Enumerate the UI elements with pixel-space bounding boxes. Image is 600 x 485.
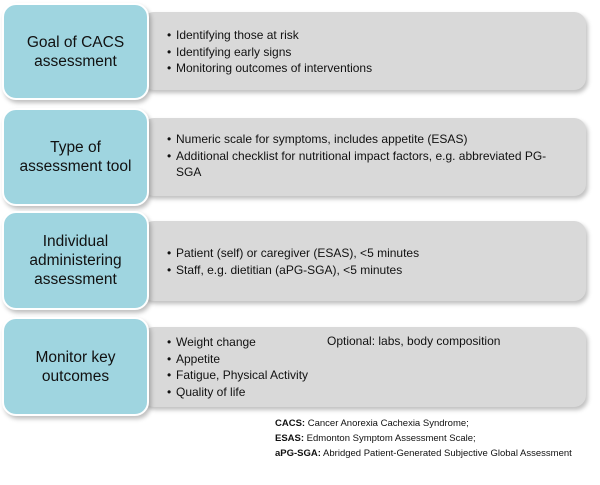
- tool-bullet-list: Numeric scale for symptoms, includes app…: [167, 131, 567, 181]
- footnote-abbr: CACS:: [275, 418, 306, 429]
- goal-bullet-item: Identifying early signs: [167, 44, 372, 61]
- footnote-cacs: CACS: Cancer Anorexia Cachexia Syndrome;: [275, 416, 572, 431]
- footnote-abbr: aPG-SGA:: [275, 448, 321, 459]
- goal-bullet-list: Identifying those at risk Identifying ea…: [167, 27, 372, 77]
- outcomes-bullet-list: Weight change Appetite Fatigue, Physical…: [167, 334, 308, 400]
- footnote-text: Cancer Anorexia Cachexia Syndrome;: [305, 418, 469, 429]
- footnote-apg-sga: aPG-SGA: Abridged Patient-Generated Subj…: [275, 446, 572, 461]
- goal-label-text: Goal of CACS assessment: [26, 33, 125, 70]
- abbreviation-footnotes: CACS: Cancer Anorexia Cachexia Syndrome;…: [275, 416, 572, 461]
- footnote-text: Edmonton Symptom Assessment Scale;: [304, 433, 476, 444]
- tool-label-text: Type of assessment tool: [19, 139, 132, 175]
- outcomes-label-box: Monitor key outcomes: [2, 317, 149, 416]
- outcomes-bullet-item: Appetite: [167, 351, 308, 368]
- outcomes-label-text: Monitor key outcomes: [35, 348, 116, 385]
- administer-bullet-item: Patient (self) or caregiver (ESAS), <5 m…: [167, 245, 419, 262]
- footnote-abbr: ESAS:: [275, 433, 305, 444]
- outcomes-bullet-item: Weight change: [167, 334, 308, 351]
- outcomes-bullet-item: Quality of life: [167, 384, 308, 401]
- outcomes-optional-note: Optional: labs, body composition: [327, 334, 501, 348]
- outcomes-bullet-item: Fatigue, Physical Activity: [167, 367, 308, 384]
- administer-label-text: Individual administering assessment: [29, 233, 122, 288]
- administer-bullet-item: Staff, e.g. dietitian (aPG-SGA), <5 minu…: [167, 262, 419, 279]
- administer-bullet-list: Patient (self) or caregiver (ESAS), <5 m…: [167, 245, 419, 278]
- tool-bullet-item: Numeric scale for symptoms, includes app…: [167, 131, 567, 148]
- goal-bullet-item: Monitoring outcomes of interventions: [167, 60, 372, 77]
- tool-label-box: Type of assessment tool: [2, 108, 149, 206]
- administer-label-box: Individual administering assessment: [2, 211, 149, 310]
- footnote-text: Abridged Patient-Generated Subjective Gl…: [320, 448, 572, 459]
- tool-bullet-item: Additional checklist for nutritional imp…: [167, 148, 567, 181]
- goal-bullet-item: Identifying those at risk: [167, 27, 372, 44]
- goal-label-box: Goal of CACS assessment: [2, 3, 149, 100]
- footnote-esas: ESAS: Edmonton Symptom Assessment Scale;: [275, 431, 572, 446]
